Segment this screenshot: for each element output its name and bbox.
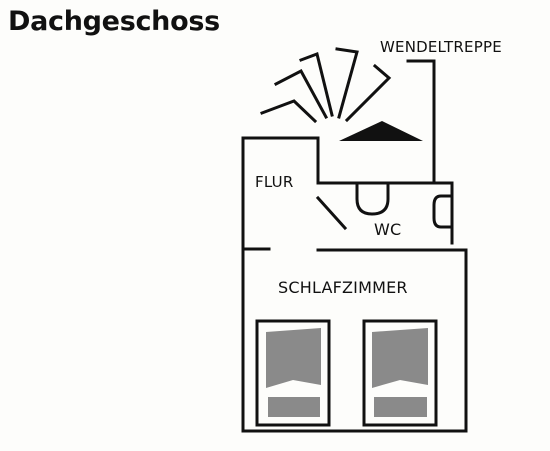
stair-direction-arrow (339, 121, 423, 141)
stair-step (260, 99, 318, 124)
bedroom-walls (241, 247, 468, 433)
hall-walls (241, 136, 320, 251)
bed-right (362, 319, 438, 427)
bed-left-pillow (268, 397, 320, 417)
stair-label: WENDELTREPPE (380, 38, 502, 56)
bed-left-blanket (266, 328, 321, 388)
wc-walls (318, 181, 454, 245)
bed-linens (266, 328, 428, 417)
wc-label: WC (374, 220, 402, 239)
wc-toilet (355, 184, 390, 216)
hall-door (315, 195, 348, 231)
page-title: Dachgeschoss (8, 6, 220, 37)
bedroom-label: SCHLAFZIMMER (278, 278, 408, 297)
stair-step (344, 63, 392, 123)
spiral-stair-steps (260, 47, 392, 124)
wc-washbasin (432, 194, 452, 229)
hall-label: FLUR (255, 173, 294, 191)
stair-step (299, 52, 334, 117)
stair-step (335, 47, 359, 119)
stair-wall (406, 59, 436, 185)
bed-left (255, 319, 331, 427)
stair-step (273, 68, 329, 120)
bed-right-pillow (374, 397, 427, 417)
bed-right-blanket (372, 328, 428, 388)
